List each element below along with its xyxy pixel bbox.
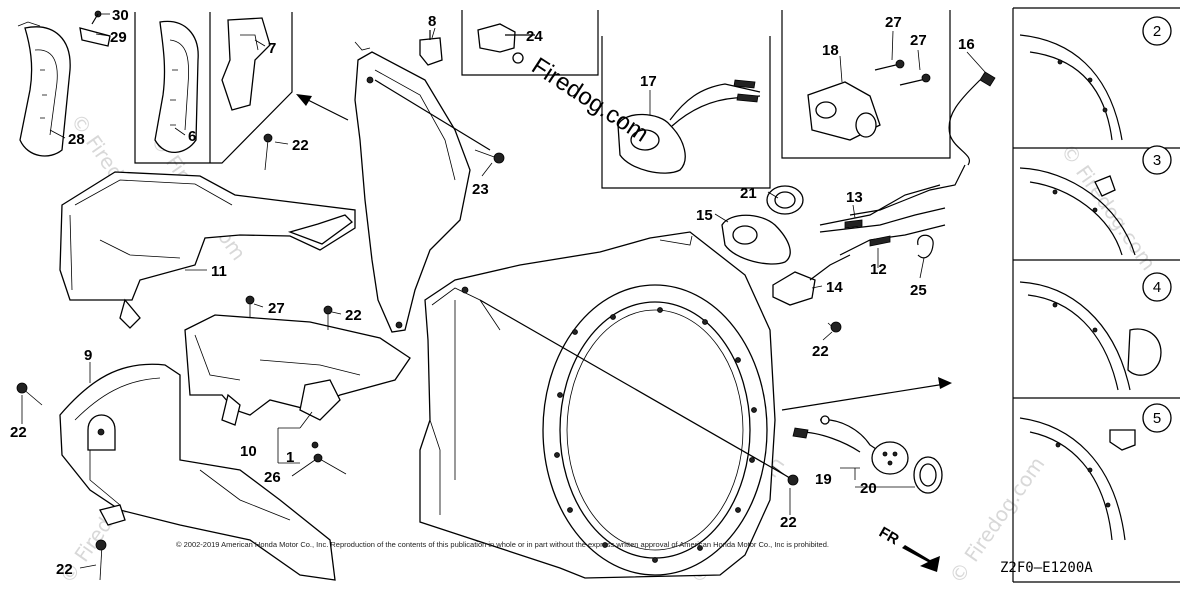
front-marker-label: FR — [876, 524, 902, 549]
part-label-22e[interactable]: 22 — [780, 514, 797, 531]
detail-box-socket — [601, 36, 771, 189]
part-label-10[interactable]: 10 — [240, 443, 257, 460]
bracket-part-29-30 — [17, 10, 111, 47]
part-label-20[interactable]: 20 — [860, 480, 877, 497]
arrow-left — [296, 94, 349, 121]
variant-panel-3 — [1019, 167, 1136, 256]
shroud-part-28 — [19, 26, 71, 157]
module-part-14 — [772, 254, 851, 306]
front-direction-marker: FR — [876, 524, 940, 572]
part-label-19[interactable]: 19 — [815, 471, 832, 488]
watermark-text: Firedog.com — [527, 52, 654, 147]
part-label-22f[interactable]: 22 — [56, 561, 73, 578]
variant-panel-5 — [1019, 417, 1136, 541]
part-label-27b[interactable]: 27 — [910, 32, 927, 49]
part-label-22c[interactable]: 22 — [345, 307, 362, 324]
part-label-29[interactable]: 29 — [110, 29, 127, 46]
part-label-30[interactable]: 30 — [112, 7, 129, 24]
arrow-right — [781, 377, 952, 411]
part-label-28[interactable]: 28 — [68, 131, 85, 148]
detail-box-shrouds — [134, 12, 293, 164]
variant-callout-5[interactable]: 5 — [1153, 410, 1161, 427]
clip-part-8 — [419, 30, 443, 66]
part-label-7[interactable]: 7 — [268, 40, 276, 57]
part-label-6[interactable]: 6 — [188, 128, 196, 145]
ground-wire-part-19 — [792, 415, 909, 475]
variant-panels — [1012, 7, 1180, 583]
wire-part-13 — [819, 184, 946, 233]
part-label-16[interactable]: 16 — [958, 36, 975, 53]
part-label-17[interactable]: 17 — [640, 73, 657, 90]
detail-box-clip — [461, 10, 599, 76]
variant-callout-circles: 2 3 4 5 — [1142, 16, 1172, 433]
part-label-22d[interactable]: 22 — [10, 424, 27, 441]
part-label-15[interactable]: 15 — [696, 207, 713, 224]
part-label-23[interactable]: 23 — [472, 181, 489, 198]
copyright-notice: © 2002-2019 American Honda Motor Co., In… — [176, 540, 829, 549]
variant-callout-3[interactable]: 3 — [1153, 152, 1161, 169]
tank-guard-part-11 — [59, 171, 356, 329]
leader-lines — [21, 13, 986, 569]
part-label-14[interactable]: 14 — [826, 279, 843, 296]
switch-part-15 — [721, 214, 791, 265]
wire-part-16 — [849, 71, 996, 216]
part-label-18[interactable]: 18 — [822, 42, 839, 59]
fan-cover-main — [374, 79, 791, 579]
bolts — [16, 133, 842, 581]
variant-callout-2[interactable]: 2 — [1153, 23, 1161, 40]
bracket-part-10 — [184, 314, 411, 426]
variant-panel-4 — [1019, 281, 1162, 391]
part-label-12[interactable]: 12 — [870, 261, 887, 278]
connector-part-12 — [839, 224, 946, 256]
detail-box-switch-cover — [781, 10, 951, 159]
part-label-25[interactable]: 25 — [910, 282, 927, 299]
part-label-24[interactable]: 24 — [526, 28, 543, 45]
engine-guard-part-9 — [59, 363, 336, 581]
part-labels: 30 29 28 6 7 8 24 17 18 27 27 16 22 23 1… — [10, 7, 975, 578]
grommet-part-20 — [913, 456, 943, 494]
variant-callout-4[interactable]: 4 — [1153, 279, 1161, 296]
part-label-22b[interactable]: 22 — [812, 343, 829, 360]
drawing-code: Z2F0—E1200A — [1000, 560, 1093, 576]
switch-part-21 — [766, 185, 804, 215]
part-label-8[interactable]: 8 — [428, 13, 436, 30]
shroud-plate-part — [354, 41, 471, 333]
part-label-26[interactable]: 26 — [264, 469, 281, 486]
part-label-27a[interactable]: 27 — [885, 14, 902, 31]
part-label-27c[interactable]: 27 — [268, 300, 285, 317]
shroud-part-6 — [154, 20, 199, 154]
part-label-1[interactable]: 1 — [286, 449, 294, 466]
part-label-22a[interactable]: 22 — [292, 137, 309, 154]
shroud-part-7 — [221, 17, 271, 111]
part-label-9[interactable]: 9 — [84, 347, 92, 364]
clip-part-25 — [917, 234, 934, 259]
variant-panel-2 — [1019, 34, 1123, 141]
part-label-13[interactable]: 13 — [846, 189, 863, 206]
part-label-21[interactable]: 21 — [740, 185, 757, 202]
part-label-11[interactable]: 11 — [211, 263, 227, 280]
